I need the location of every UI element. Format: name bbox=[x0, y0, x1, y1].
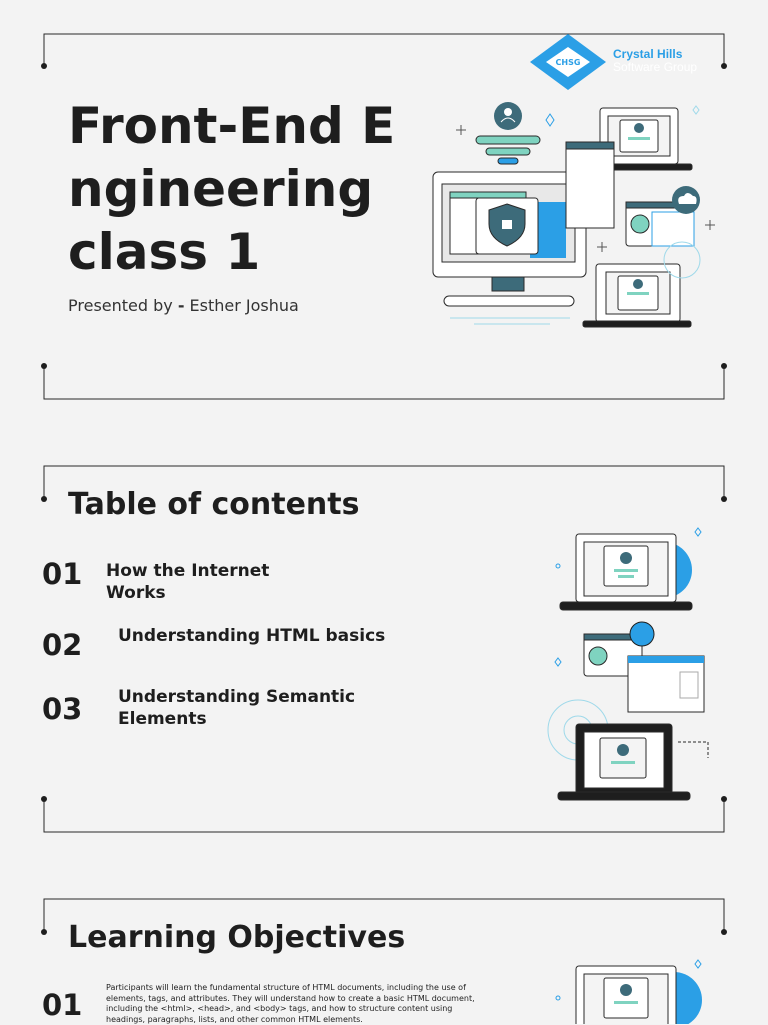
toc-item-label-3: Understanding Semantic Elements bbox=[118, 687, 356, 729]
computer-network-illustration bbox=[432, 102, 715, 328]
presenter-line: Presented by - Esther Joshua bbox=[68, 296, 299, 315]
objective-number-1: 01 bbox=[42, 988, 83, 1022]
laptop-illustration-partial bbox=[555, 959, 702, 1024]
toc-item-label-2: Understanding HTML basics bbox=[118, 626, 386, 646]
toc-item-label-1: How the Internet Works bbox=[106, 561, 270, 603]
toc-heading: Table of contents bbox=[68, 487, 360, 522]
gear-icon bbox=[674, 972, 702, 1024]
devices-illustration bbox=[547, 527, 709, 801]
logo-badge: CHSG bbox=[556, 58, 581, 67]
presenter-prefix: Presented by bbox=[68, 296, 178, 315]
slide-title: Front-End Engineering class 1 bbox=[68, 97, 396, 281]
logo-text: Crystal Hills Software Group bbox=[613, 48, 697, 74]
gear-icon bbox=[663, 241, 701, 279]
company-logo: CHSG bbox=[530, 34, 606, 90]
objectives-heading: Learning Objectives bbox=[68, 920, 406, 955]
toc-number-2: 02 bbox=[42, 628, 83, 662]
presenter-dash: - bbox=[177, 296, 185, 315]
objective-text-1: Participants will learn the fundamental … bbox=[106, 983, 475, 1024]
toc-number-3: 03 bbox=[42, 692, 83, 726]
toc-number-1: 01 bbox=[42, 557, 83, 591]
presenter-name: Esther Joshua bbox=[184, 296, 299, 315]
logo-line-1: Crystal Hills bbox=[613, 47, 683, 61]
globe-icon bbox=[629, 621, 655, 647]
logo-line-2: Software Group bbox=[613, 60, 698, 74]
